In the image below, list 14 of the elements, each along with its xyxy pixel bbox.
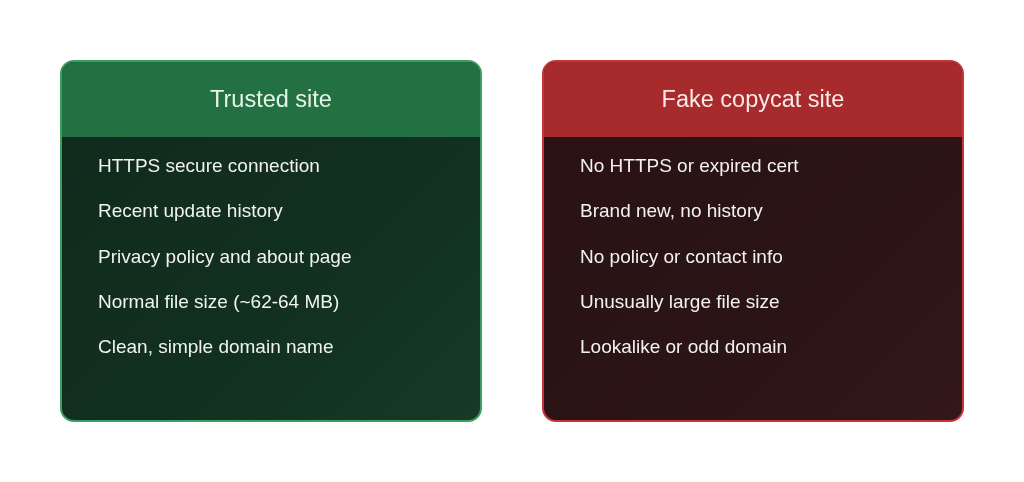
feature-text: Unusually large file size — [580, 289, 780, 314]
feature-text: Clean, simple domain name — [98, 335, 334, 360]
card-title: Fake copycat site — [661, 85, 845, 113]
feature-text: Recent update history — [98, 199, 283, 224]
feature-text: Brand new, no history — [580, 199, 763, 224]
feature-text: Lookalike or odd domain — [580, 335, 788, 360]
comparison-card — [542, 60, 964, 422]
feature-text: Privacy policy and about page — [98, 244, 352, 269]
comparison-card — [60, 60, 482, 422]
card-title: Trusted site — [210, 85, 332, 113]
feature-text: Normal file size (~62-64 MB) — [98, 289, 340, 314]
feature-text: No HTTPS or expired cert — [580, 154, 799, 178]
feature-text: No policy or contact info — [580, 244, 783, 269]
feature-text: HTTPS secure connection — [98, 154, 320, 178]
